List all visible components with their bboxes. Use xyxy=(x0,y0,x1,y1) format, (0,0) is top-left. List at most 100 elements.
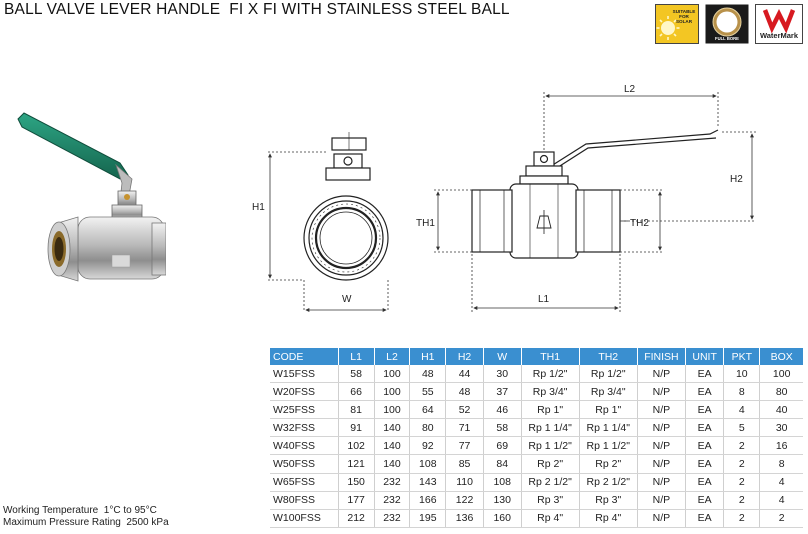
table-cell: 77 xyxy=(445,436,484,456)
column-header: UNIT xyxy=(685,348,725,365)
table-cell: 84 xyxy=(483,454,522,474)
table-cell: 37 xyxy=(483,382,522,402)
table-cell: Rp 2" xyxy=(521,454,580,474)
table-cell: N/P xyxy=(637,509,687,528)
table-cell: 8 xyxy=(759,454,803,474)
full-bore-text: FULL BORE xyxy=(715,36,739,41)
table-cell: 232 xyxy=(374,509,411,528)
table-cell: 58 xyxy=(483,418,522,438)
table-cell: 71 xyxy=(445,418,484,438)
watermark-logo xyxy=(755,4,803,44)
table-cell: 140 xyxy=(374,418,411,438)
table-cell: 160 xyxy=(483,509,522,528)
column-header: PKT xyxy=(723,348,761,365)
table-cell: 100 xyxy=(374,382,411,402)
table-cell: 108 xyxy=(409,454,447,474)
table-cell: 100 xyxy=(374,400,411,420)
table-cell: Rp 3/4" xyxy=(579,382,638,402)
table-cell: 140 xyxy=(374,454,411,474)
l2-label: L2 xyxy=(624,84,636,95)
table-cell: 30 xyxy=(759,418,803,438)
column-header: FINISH xyxy=(637,348,687,365)
table-cell: EA xyxy=(685,382,725,402)
table-cell: W32FSS xyxy=(270,418,339,438)
table-cell: N/P xyxy=(637,491,687,510)
table-cell: 110 xyxy=(445,473,484,492)
table-cell: 80 xyxy=(759,382,803,402)
table-cell: EA xyxy=(685,436,725,456)
table-cell: Rp 2 1/2" xyxy=(521,473,580,492)
table-cell: 48 xyxy=(445,382,484,402)
table-cell: 80 xyxy=(409,418,447,438)
table-cell: W100FSS xyxy=(270,509,339,528)
column-header: TH1 xyxy=(521,348,580,365)
table-cell: 143 xyxy=(409,473,447,492)
th1-dimension xyxy=(434,189,472,253)
table-cell: 232 xyxy=(374,473,411,492)
table-cell: 2 xyxy=(723,491,761,510)
table-cell: EA xyxy=(685,365,725,384)
column-header: CODE xyxy=(270,348,339,365)
table-cell: Rp 3/4" xyxy=(521,382,580,402)
table-cell: W65FSS xyxy=(270,473,339,492)
table-cell: 52 xyxy=(445,400,484,420)
table-cell: 130 xyxy=(483,491,522,510)
table-cell: N/P xyxy=(637,454,687,474)
ring-icon xyxy=(705,4,749,44)
column-header: BOX xyxy=(759,348,803,365)
column-header: TH2 xyxy=(579,348,638,365)
table-cell: 166 xyxy=(409,491,447,510)
table-cell: W20FSS xyxy=(270,382,339,402)
table-cell: 85 xyxy=(445,454,484,474)
table-cell: 100 xyxy=(759,365,803,384)
product-photo xyxy=(16,105,167,305)
watermark-text: WaterMark xyxy=(759,31,799,40)
table-cell: EA xyxy=(685,509,725,528)
table-cell: 16 xyxy=(759,436,803,456)
table-cell: Rp 1 1/2" xyxy=(579,436,638,456)
table-cell: Rp 3" xyxy=(521,491,580,510)
table-cell: W80FSS xyxy=(270,491,339,510)
table-cell: 40 xyxy=(759,400,803,420)
table-cell: N/P xyxy=(637,473,687,492)
table-cell: Rp 4" xyxy=(521,509,580,528)
table-cell: W40FSS xyxy=(270,436,339,456)
l1-dimension xyxy=(471,254,621,312)
table-cell: Rp 1/2" xyxy=(579,365,638,384)
table-cell: 102 xyxy=(338,436,375,456)
table-cell: 5 xyxy=(723,418,761,438)
table-cell: 136 xyxy=(445,509,484,528)
table-cell: EA xyxy=(685,418,725,438)
l1-label: L1 xyxy=(538,294,550,305)
page-title: BALL VALVE LEVER HANDLE FI X FI WITH STA… xyxy=(4,1,510,18)
table-cell: EA xyxy=(685,454,725,474)
solar-badge: SUITABLE FOR SOLAR xyxy=(655,4,699,44)
table-cell: 4 xyxy=(723,400,761,420)
h1-label: H1 xyxy=(252,202,265,213)
table-cell: 2 xyxy=(759,509,803,528)
end-view-drawing xyxy=(303,132,389,281)
w-label: W xyxy=(342,294,352,305)
table-cell: N/P xyxy=(637,382,687,402)
th1-label: TH1 xyxy=(416,218,435,229)
table-cell: 121 xyxy=(338,454,375,474)
table-cell: 2 xyxy=(723,454,761,474)
operating-notes: Working Temperature 1°C to 95°C Maximum … xyxy=(3,505,169,528)
front-view-drawing xyxy=(471,129,719,259)
table-cell: 2 xyxy=(723,436,761,456)
table-cell: 122 xyxy=(445,491,484,510)
table-cell: 212 xyxy=(338,509,375,528)
table-cell: Rp 3" xyxy=(579,491,638,510)
table-cell: Rp 1 1/4" xyxy=(521,418,580,438)
table-cell: Rp 1" xyxy=(521,400,580,420)
table-cell: 177 xyxy=(338,491,375,510)
table-cell: 69 xyxy=(483,436,522,456)
